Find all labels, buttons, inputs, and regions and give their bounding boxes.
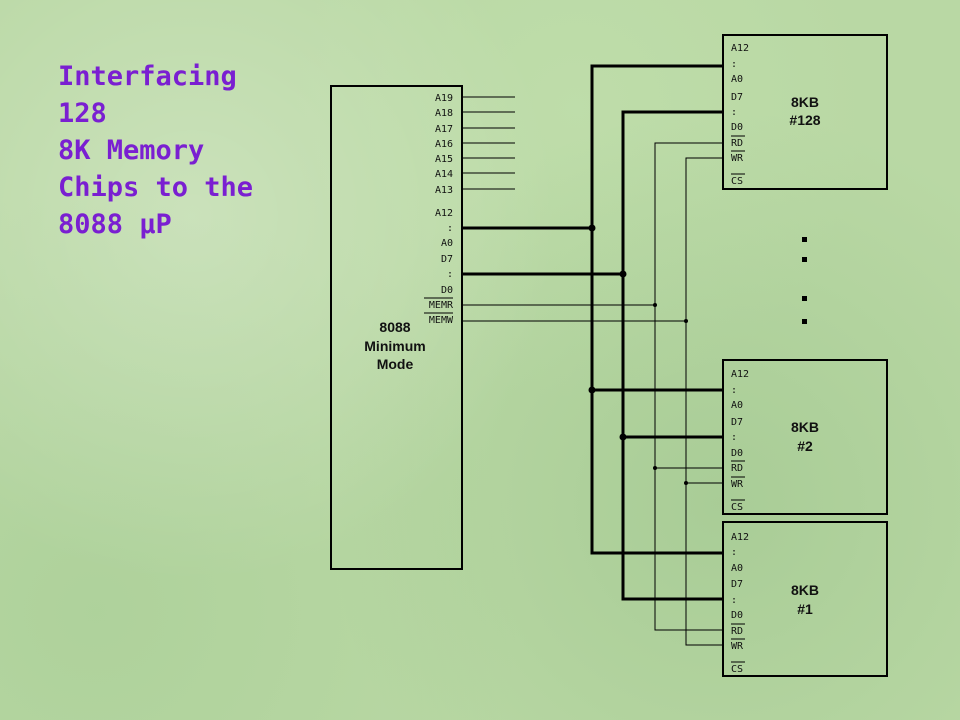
chip2-pin-wr: WR — [731, 479, 744, 490]
chip2-pin-addr-ellipsis: : — [731, 385, 737, 396]
cpu-pin-a13: A13 — [435, 185, 453, 196]
cpu-pin-addr-ellipsis: : — [447, 223, 453, 234]
cpu-pin-a0: A0 — [441, 238, 453, 249]
chip2-number: #2 — [797, 438, 813, 454]
chip2-pin-a0: A0 — [731, 400, 743, 411]
chip128-pin-d0: D0 — [731, 122, 743, 133]
chip1-pin-cs: CS — [731, 664, 743, 675]
memory-chip-128: A12 : A0 D7 : D0 RD WR CS 8KB #128 — [722, 34, 888, 190]
cpu-pin-a16: A16 — [435, 139, 453, 150]
chip2-name: 8KB — [791, 419, 819, 435]
chip2-pin-d7: D7 — [731, 417, 743, 428]
chip128-pin-addr-ellipsis: : — [731, 59, 737, 70]
chip2-pin-data-ellipsis: : — [731, 432, 737, 443]
title-line-4: Chips to the — [58, 172, 254, 203]
cpu-8088-block — [330, 85, 463, 570]
title-suffix: P — [155, 209, 172, 240]
cpu-pin-d0: D0 — [441, 285, 453, 296]
chip128-pin-cs: CS — [731, 176, 743, 187]
cpu-pin-memw: MEMW — [429, 315, 454, 326]
chip128-pin-a0: A0 — [731, 74, 743, 85]
memr-line — [462, 142, 723, 631]
cpu-pin-memr: MEMR — [429, 300, 454, 311]
continuation-dots — [802, 237, 807, 324]
cpu-pin-a18: A18 — [435, 108, 453, 119]
address-bus — [462, 64, 723, 555]
data-bus — [462, 110, 723, 601]
memory-chip-1: A12 : A0 D7 : D0 RD WR CS 8KB #1 — [722, 521, 888, 677]
chip1-name: 8KB — [791, 582, 819, 598]
title-line-2: 128 — [58, 98, 107, 129]
high-address-stubs — [462, 96, 515, 190]
chip1-pin-wr: WR — [731, 641, 744, 652]
chip1-pin-data-ellipsis: : — [731, 595, 737, 606]
cpu-pin-a19: A19 — [435, 93, 453, 104]
chip1-number: #1 — [797, 601, 813, 617]
chip2-pin-cs: CS — [731, 502, 743, 513]
chip1-pin-a12: A12 — [731, 532, 749, 543]
title-line-5: 8088 μP — [58, 206, 338, 243]
memw-line — [462, 157, 723, 646]
title-line-3: 8K Memory — [58, 135, 205, 166]
chip128-number: #128 — [789, 112, 820, 128]
chip1-pin-a0: A0 — [731, 563, 743, 574]
slide-title: Interfacing 128 8K Memory Chips to the 8… — [58, 58, 338, 243]
junction-dots — [588, 224, 688, 485]
chip128-pin-d7: D7 — [731, 92, 743, 103]
cpu-pin-a14: A14 — [435, 169, 453, 180]
chip128-pin-data-ellipsis: : — [731, 107, 737, 118]
chip128-name: 8KB — [791, 94, 819, 110]
title-prefix: 8088 — [58, 209, 140, 240]
cpu-pin-data-ellipsis: : — [447, 269, 453, 280]
cpu-label-line-2: Minimum — [364, 338, 425, 354]
chip128-pin-a12: A12 — [731, 43, 749, 54]
chip128-pin-wr: WR — [731, 153, 744, 164]
cpu-pin-a12: A12 — [435, 208, 453, 219]
cpu-label-line-1: 8088 — [379, 319, 410, 335]
title-line-1: Interfacing — [58, 61, 237, 92]
chip1-pin-d7: D7 — [731, 579, 743, 590]
chip1-pin-rd: RD — [731, 626, 743, 637]
chip2-pin-d0: D0 — [731, 448, 743, 459]
chip2-pin-a12: A12 — [731, 369, 749, 380]
memory-chip-2: A12 : A0 D7 : D0 RD WR CS 8KB #2 — [722, 359, 888, 515]
chip2-pin-rd: RD — [731, 463, 743, 474]
chip128-pin-rd: RD — [731, 138, 743, 149]
chip1-pin-d0: D0 — [731, 610, 743, 621]
cpu-pin-a17: A17 — [435, 124, 453, 135]
cpu-label-line-3: Mode — [377, 356, 414, 372]
cpu-pin-a15: A15 — [435, 154, 453, 165]
chip1-pin-addr-ellipsis: : — [731, 547, 737, 558]
mu-symbol: μ — [139, 209, 156, 240]
cpu-pin-d7: D7 — [441, 254, 453, 265]
